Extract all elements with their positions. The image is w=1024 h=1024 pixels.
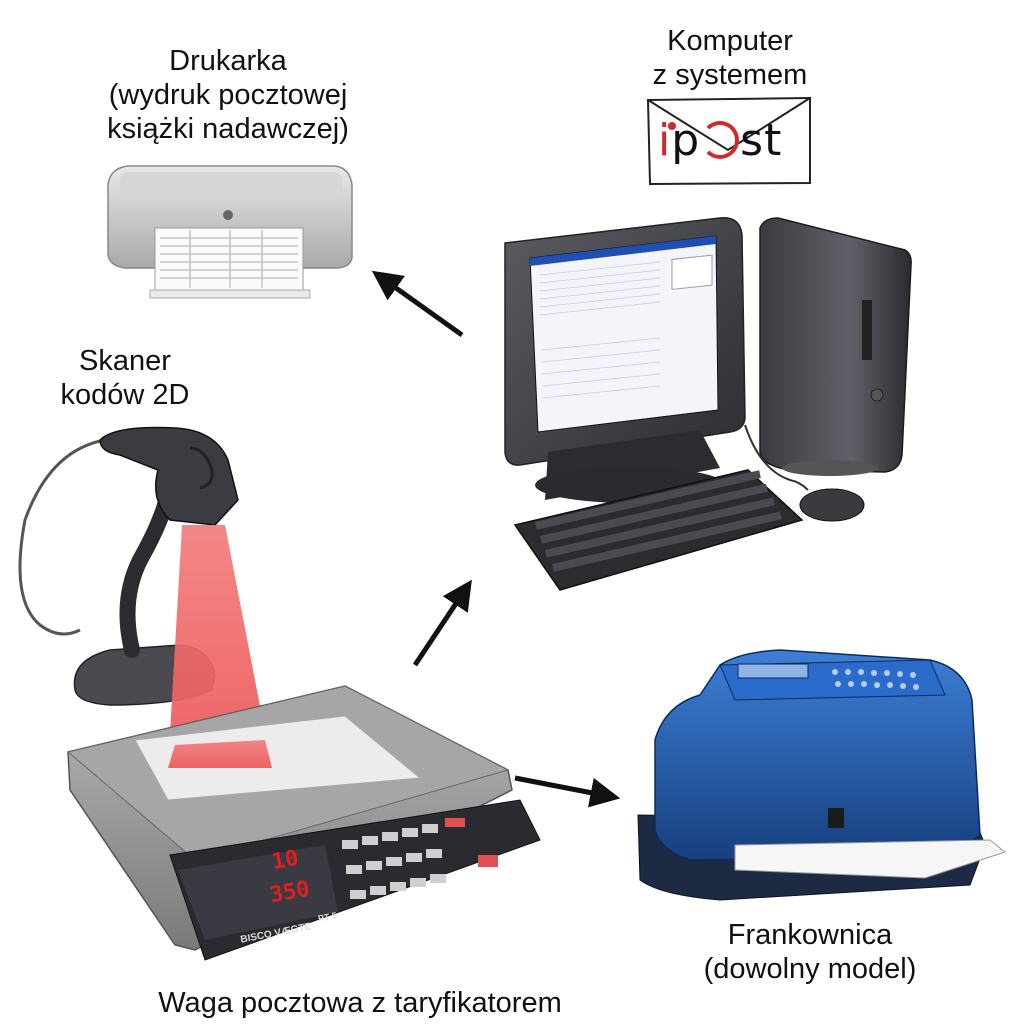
logo-arrows-icon: [701, 121, 740, 159]
computer-icon: [504, 217, 746, 503]
logo-letters-st: st: [740, 115, 783, 166]
logo-letter-i: i: [658, 115, 672, 166]
scanner-label-line-1: Skaner: [79, 345, 171, 377]
computer-label-line-2: z systemem: [652, 59, 808, 91]
arrow-icon: [514, 775, 621, 808]
scale-label: Waga pocztowa z taryfikatorem: [120, 986, 600, 1020]
printer-label: Drukarka (wydruk pocztowej książki nadaw…: [96, 44, 360, 146]
printer-label-line-2: (wydruk pocztowej: [108, 79, 348, 111]
scale-icon: [66, 685, 541, 961]
scale-label-line-1: Waga pocztowa z taryfikatorem: [158, 987, 562, 1019]
scanner-label: Skaner kodów 2D: [40, 344, 210, 412]
arrow-icon: [371, 270, 464, 338]
printer-label-line-3: książki nadawczej): [107, 113, 349, 145]
logo-letter-p: p: [671, 115, 701, 166]
printer-label-line-1: Drukarka: [169, 45, 287, 77]
keyboard-icon: [513, 469, 804, 591]
franking-machine-icon: [637, 649, 1007, 901]
mouse-icon: [744, 424, 865, 522]
computer-label: Komputer z systemem: [640, 24, 820, 92]
printer-icon: [107, 165, 353, 299]
franking-label-line-1: Frankownica: [727, 919, 893, 951]
tower-icon: [759, 217, 912, 476]
franking-label: Frankownica (dowolny model): [685, 918, 935, 986]
computer-label-line-1: Komputer: [667, 25, 793, 57]
scanner-beam: [168, 525, 272, 768]
scanner-label-line-2: kodów 2D: [60, 379, 190, 411]
arrow-icon: [412, 579, 472, 667]
scale-weight-display: 10: [270, 845, 301, 876]
franking-label-line-2: (dowolny model): [703, 953, 917, 985]
